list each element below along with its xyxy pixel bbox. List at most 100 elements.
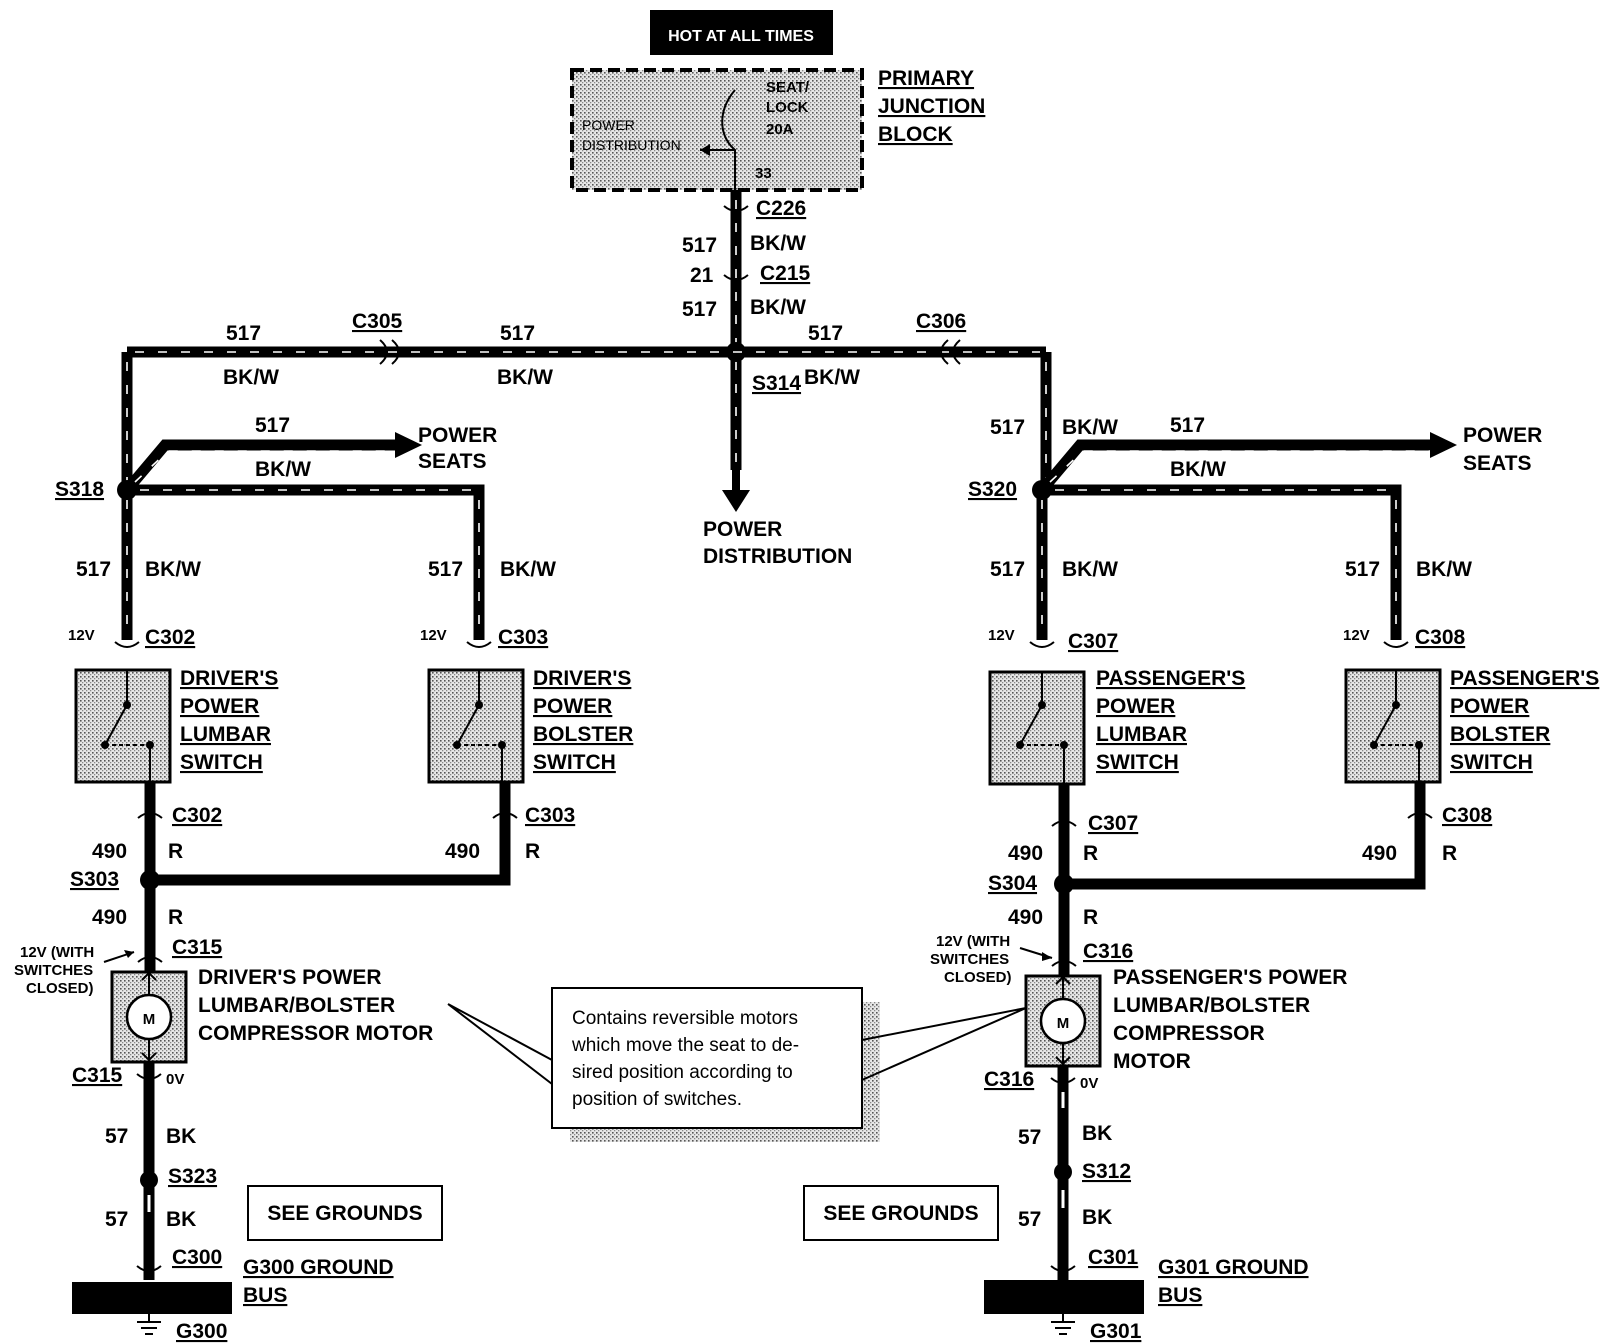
- splice-s323: S323: [168, 1165, 217, 1188]
- passenger-bolster-label-4: SWITCH: [1450, 751, 1533, 774]
- g301-bus-label-1: G301 GROUND: [1158, 1256, 1309, 1279]
- wire-circuit-label: 517: [255, 414, 290, 437]
- horizontal-bus-wire: [121, 339, 1052, 495]
- wire-color-label: R: [525, 840, 540, 863]
- wire-color-label: BK/W: [1062, 558, 1118, 581]
- voltage-0v-label: 0V: [1080, 1075, 1098, 1092]
- ground-symbol-g300: [137, 1314, 161, 1335]
- wire-circuit-label: 517: [226, 322, 261, 345]
- wire-circuit-label: 517: [682, 234, 717, 257]
- wire-color-label: R: [1083, 906, 1098, 929]
- splice-s318-dot: [117, 480, 137, 500]
- connector-c301: C301: [1088, 1246, 1139, 1269]
- primary-junction-block: SEAT/ LOCK 20A POWER DISTRIBUTION 33: [570, 68, 864, 192]
- hot-at-all-times-label: HOT AT ALL TIMES: [650, 10, 833, 55]
- wire-circuit-label: 517: [990, 416, 1025, 439]
- see-grounds-label[interactable]: SEE GROUNDS: [823, 1202, 978, 1225]
- power-seats-line-2: SEATS: [418, 450, 486, 473]
- wire-circuit-label: 517: [682, 298, 717, 321]
- passenger-lumbar-switch: [988, 670, 1086, 786]
- connector-c316-top: C316: [1083, 940, 1133, 963]
- wire-circuit-label: 490: [1008, 842, 1043, 865]
- connector-c226: C226: [756, 197, 806, 220]
- splice-s320-dot: [1032, 480, 1052, 500]
- connector-c302-bottom: C302: [172, 804, 222, 827]
- wire-color-label: BK/W: [750, 232, 806, 255]
- passenger-bolster-switch: [1344, 668, 1442, 784]
- wire-color-label: BK/W: [750, 296, 806, 319]
- passenger-lumbar-label-2: POWER: [1096, 695, 1175, 718]
- voltage-12v-label: 12V: [68, 627, 95, 644]
- wire-circuit-label: 517: [990, 558, 1025, 581]
- wire-circuit-label: 57: [105, 1125, 128, 1148]
- junction-title-line-3: BLOCK: [878, 123, 953, 146]
- driver-bolster-label-3: BOLSTER: [533, 723, 633, 746]
- driver-bolster-label-1: DRIVER'S: [533, 667, 631, 690]
- connector-c308-bottom: C308: [1442, 804, 1493, 827]
- voltage-12v-label: 12V: [988, 627, 1015, 644]
- passenger-switch-feed-wires: [1029, 484, 1409, 648]
- wire-color-label: R: [1442, 842, 1457, 865]
- passenger-motor-label-4: MOTOR: [1113, 1050, 1191, 1073]
- driver-ground-wire: [136, 1062, 162, 1280]
- passenger-motor-label-1: PASSENGER'S POWER: [1113, 966, 1347, 989]
- connector-c303-top: C303: [498, 626, 548, 649]
- callout-line-3: sired position according to: [572, 1062, 793, 1083]
- connector-c302-top: C302: [145, 626, 195, 649]
- g300-ground-bus-bar: [72, 1282, 232, 1314]
- wire-color-label: R: [1083, 842, 1098, 865]
- wire-color-label: BK/W: [1170, 458, 1226, 481]
- wire-circuit-label: 517: [500, 322, 535, 345]
- wire-circuit-label: 517: [1170, 414, 1205, 437]
- connector-c315-bottom: C315: [72, 1064, 123, 1087]
- main-trunk-wire: [722, 190, 750, 512]
- with-switches-line-2: SWITCHES: [14, 962, 93, 979]
- wire-color-label: BK/W: [145, 558, 201, 581]
- splice-s312: S312: [1082, 1160, 1131, 1183]
- driver-bolster-label-2: POWER: [533, 695, 612, 718]
- ground-g301: G301: [1090, 1320, 1142, 1343]
- power-distribution-line-2: DISTRIBUTION: [703, 545, 852, 568]
- wire-circuit-label: 57: [1018, 1126, 1041, 1149]
- wire-circuit-label: 490: [92, 906, 127, 929]
- see-grounds-box-right[interactable]: SEE GROUNDS: [803, 1185, 999, 1241]
- wire-circuit-label: 517: [808, 322, 843, 345]
- callout-line-2: which move the seat to de-: [571, 1035, 799, 1056]
- connector-c215: C215: [760, 262, 811, 285]
- wire-circuit-label: 490: [1008, 906, 1043, 929]
- see-grounds-box-left[interactable]: SEE GROUNDS: [247, 1185, 443, 1241]
- connector-c316-bottom: C316: [984, 1068, 1034, 1091]
- connector-c305: C305: [352, 310, 403, 333]
- voltage-0v-label: 0V: [166, 1071, 184, 1088]
- connector-c303-bottom: C303: [525, 804, 575, 827]
- wire-color-label: BK/W: [497, 366, 553, 389]
- splice-s303-dot: [140, 870, 160, 890]
- passenger-lumbar-label-4: SWITCH: [1096, 751, 1179, 774]
- wire-circuit-label: 490: [445, 840, 480, 863]
- driver-bolster-label-4: SWITCH: [533, 751, 616, 774]
- driver-lumbar-label-4: SWITCH: [180, 751, 263, 774]
- g300-bus-label-2: BUS: [243, 1284, 287, 1307]
- fuse-label-line-3: 20A: [766, 121, 794, 138]
- ground-symbol-g301: [1051, 1314, 1075, 1335]
- passenger-r-wires: [1051, 782, 1433, 976]
- with-switches-line-3: CLOSED): [26, 980, 94, 997]
- fuse-label-line-1: SEAT/: [766, 79, 810, 96]
- wire-circuit-label: 57: [1018, 1208, 1041, 1231]
- splice-s318: S318: [55, 478, 104, 501]
- wire-circuit-label: 57: [105, 1208, 128, 1231]
- connector-c306: C306: [916, 310, 966, 333]
- splice-s304-dot: [1054, 874, 1074, 894]
- driver-motor-label-3: COMPRESSOR MOTOR: [198, 1022, 433, 1045]
- passenger-power-seats-wire: [1037, 432, 1457, 494]
- g301-ground-bus-bar: [984, 1280, 1144, 1314]
- voltage-12v-label: 12V: [1343, 627, 1370, 644]
- see-grounds-label[interactable]: SEE GROUNDS: [267, 1202, 422, 1225]
- driver-motor-label-1: DRIVER'S POWER: [198, 966, 382, 989]
- junction-title-line-1: PRIMARY: [878, 67, 974, 90]
- wire-circuit-label: 517: [1345, 558, 1380, 581]
- wire-color-label: BK/W: [223, 366, 279, 389]
- driver-switch-feed-wires: [114, 484, 492, 648]
- g300-bus-label-1: G300 GROUND: [243, 1256, 394, 1279]
- splice-s314: S314: [752, 372, 801, 395]
